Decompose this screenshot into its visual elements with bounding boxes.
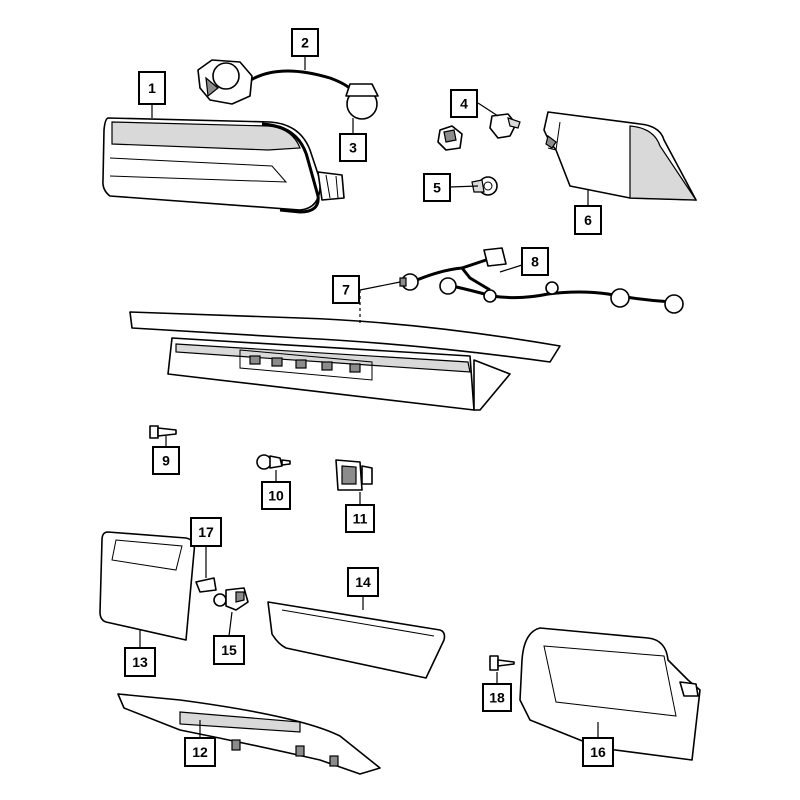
push-pin-part	[256, 454, 291, 470]
tail-lamp-part	[102, 117, 345, 214]
callout-3: 3	[339, 133, 367, 162]
svg-text:15: 15	[221, 642, 237, 658]
svg-text:7: 7	[342, 282, 350, 298]
callout-8: 8	[521, 247, 549, 276]
lamp-harness-part	[197, 59, 379, 120]
callout-14: 14	[347, 567, 379, 597]
lens-cover-part	[267, 601, 446, 679]
callout-2: 2	[291, 28, 319, 57]
svg-text:6: 6	[584, 212, 592, 228]
wiring-harness-part	[399, 247, 684, 314]
svg-text:17: 17	[198, 524, 214, 540]
license-lamp-housing-part	[99, 531, 196, 641]
callout-10: 10	[261, 481, 291, 510]
svg-text:8: 8	[531, 254, 539, 270]
svg-text:16: 16	[590, 744, 606, 760]
callout-4: 4	[450, 89, 478, 118]
callout-6: 6	[574, 205, 602, 235]
callout-15: 15	[213, 635, 245, 665]
leader-lines	[139, 56, 599, 738]
svg-text:9: 9	[162, 453, 170, 469]
callout-9: 9	[152, 446, 180, 475]
license-bracket-part	[519, 627, 701, 761]
svg-text:4: 4	[460, 96, 468, 112]
svg-text:3: 3	[349, 140, 357, 156]
svg-text:1: 1	[148, 80, 156, 96]
svg-text:14: 14	[355, 574, 371, 590]
callout-11: 11	[345, 504, 375, 533]
callout-13: 13	[124, 647, 156, 677]
trunk-applique-part	[129, 311, 561, 411]
callout-17: 17	[190, 517, 222, 547]
bulb-part	[195, 577, 217, 593]
callout-1: 1	[138, 71, 166, 105]
svg-text:13: 13	[132, 654, 148, 670]
svg-text:12: 12	[192, 744, 208, 760]
bulb-socket-part	[213, 587, 249, 611]
callout-12: 12	[184, 737, 216, 767]
svg-text:2: 2	[301, 35, 309, 51]
lower-trim-part	[117, 693, 381, 775]
callout-5: 5	[423, 173, 451, 202]
svg-text:18: 18	[489, 690, 505, 706]
svg-text:11: 11	[353, 511, 368, 527]
screw-part-18	[489, 655, 515, 671]
svg-text:10: 10	[268, 488, 284, 504]
callout-7: 7	[332, 275, 360, 304]
svg-text:5: 5	[433, 180, 441, 196]
callout-18: 18	[482, 683, 512, 712]
screw-part	[149, 425, 177, 439]
corner-trim-part	[543, 111, 698, 201]
push-clips-part	[437, 113, 521, 151]
callout-16: 16	[582, 737, 614, 767]
retainer-clip-part	[335, 459, 373, 491]
